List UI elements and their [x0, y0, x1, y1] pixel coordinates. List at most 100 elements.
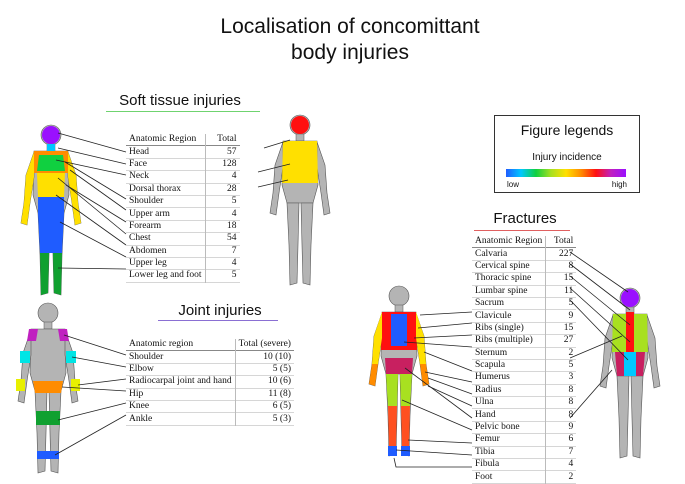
region-cell: Abdomen — [129, 245, 167, 256]
total-cell: 11 (8) — [234, 388, 294, 401]
region-cell: Cervical spine — [475, 260, 530, 271]
total-cell: 4 — [545, 458, 577, 471]
table-row: Knee 6 (5) — [126, 400, 294, 413]
joint-underline — [158, 320, 278, 321]
table-row: Ribs (single)15 — [472, 322, 577, 335]
region-cell: Upper leg — [129, 258, 167, 269]
total-cell: 10 (10) — [234, 350, 294, 364]
column-header: Total (severe) — [234, 339, 294, 351]
total-cell: 7 — [545, 446, 577, 459]
figure-legend: Figure legends Injury incidence low high — [494, 115, 640, 193]
region-cell: Knee — [129, 401, 150, 412]
table-row: Sternum 2 — [472, 347, 577, 360]
joint-figure — [16, 302, 80, 474]
fracture-leader-lines — [393, 251, 631, 468]
column-header: Total — [204, 134, 240, 146]
region-cell: Ulna — [475, 397, 494, 408]
table-row: Head 57 — [126, 145, 240, 159]
region-cell: Head — [129, 146, 150, 157]
region-cell: Femur — [475, 434, 500, 445]
total-cell: 8 — [545, 260, 577, 273]
soft-tissue-underline — [106, 111, 260, 112]
total-cell: 3 — [545, 371, 577, 385]
region-cell: Radius — [475, 384, 502, 395]
total-cell: 5 — [545, 359, 577, 372]
table-row: Scapula 5 — [472, 359, 577, 372]
column-header: Anatomic region — [129, 339, 194, 350]
total-cell: 10 (6) — [234, 375, 294, 389]
legend-subtitle: Injury incidence — [532, 152, 602, 163]
table-row: Hand 8 — [472, 408, 577, 422]
fracture-back-figure — [599, 287, 661, 459]
table-header-row: Anatomic region Total (severe) — [126, 339, 294, 351]
column-header: Anatomic Region — [129, 134, 197, 145]
region-cell: Clavicule — [475, 310, 512, 321]
region-cell: Dorsal thorax — [129, 183, 181, 194]
table-row: Abdomen 7 — [126, 245, 240, 258]
total-cell: 8 — [545, 408, 577, 422]
title-line-1: Localisation of concomittant — [220, 15, 480, 38]
region-cell: Radiocarpal joint and hand — [129, 376, 232, 387]
table-header-row: Anatomic Region Total — [126, 134, 240, 146]
region-cell: Lumbar spine — [475, 285, 528, 296]
region-cell: Pelvic bone — [475, 422, 520, 433]
region-cell: Neck — [129, 171, 150, 182]
total-cell: 7 — [204, 245, 240, 258]
total-cell: 5 — [204, 195, 240, 208]
total-cell: 2 — [545, 470, 577, 484]
joint-title: Joint injuries — [178, 302, 262, 319]
total-cell: 128 — [204, 158, 240, 171]
fractures-title: Fractures — [493, 210, 557, 227]
total-cell: 57 — [204, 145, 240, 159]
fractures-underline — [474, 230, 570, 231]
soft-back-figure — [269, 114, 331, 286]
total-cell: 5 — [545, 297, 577, 310]
figure-title: Localisation of concomittant body injuri… — [200, 14, 500, 66]
region-cell: Ribs (multiple) — [475, 335, 533, 346]
total-cell: 4 — [204, 207, 240, 221]
table-row: Upper arm 4 — [126, 207, 240, 221]
legend-low-label: low — [507, 180, 520, 189]
region-cell: Scapula — [475, 360, 506, 371]
region-cell: Upper arm — [129, 208, 170, 219]
total-cell: 5 (5) — [234, 363, 294, 376]
region-cell: Hand — [475, 409, 496, 420]
region-cell: Thoracic spine — [475, 273, 532, 284]
region-cell: Fibula — [475, 459, 500, 470]
table-row: Clavicule 9 — [472, 309, 577, 323]
legend-high-label: high — [611, 180, 627, 189]
joint-leader-lines — [54, 334, 127, 456]
region-cell: Forearm — [129, 220, 162, 231]
soft-front-figure — [20, 124, 82, 296]
total-cell: 5 — [204, 269, 240, 283]
total-cell: 9 — [545, 309, 577, 323]
region-cell: Face — [129, 158, 147, 169]
legend-title: Figure legends — [520, 122, 614, 138]
soft-tissue-title: Soft tissue injuries — [119, 92, 241, 109]
total-cell: 6 (5) — [234, 400, 294, 413]
total-cell: 9 — [545, 421, 577, 434]
region-cell: Sternum — [475, 347, 508, 358]
total-cell: 2 — [545, 347, 577, 360]
